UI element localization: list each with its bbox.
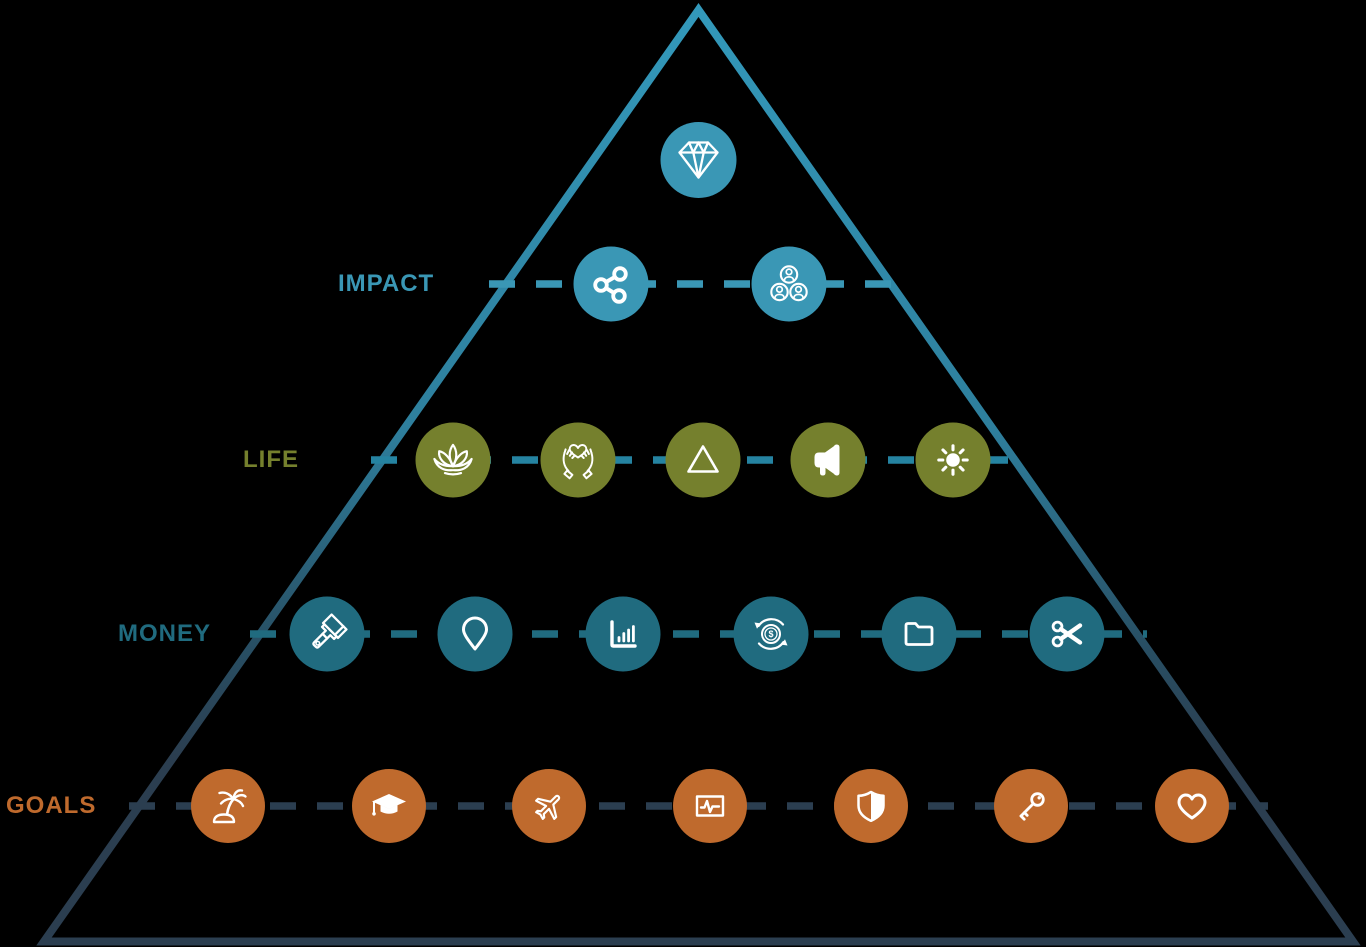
life-circle xyxy=(540,422,616,498)
shield-icon xyxy=(857,790,885,823)
apex-node xyxy=(660,122,737,198)
money-cycle-icon: $ xyxy=(754,618,788,650)
bar-chart-icon xyxy=(610,620,637,648)
impact-circle xyxy=(751,246,827,322)
sun-icon xyxy=(937,444,969,476)
share-icon xyxy=(593,266,628,304)
goals-circle xyxy=(1155,769,1229,843)
goals-label: GOALS xyxy=(6,792,97,819)
graduation-cap-icon xyxy=(372,794,406,816)
money-row: $ xyxy=(289,596,1105,672)
life-row xyxy=(415,422,991,498)
apex-circle xyxy=(660,122,737,198)
money-circle xyxy=(437,596,513,672)
money-circle xyxy=(733,596,809,672)
team-icon xyxy=(770,265,808,302)
airplane-icon xyxy=(535,794,561,820)
dollar-symbol: $ xyxy=(768,629,773,639)
goals-circle xyxy=(673,769,747,843)
megaphone-icon xyxy=(814,444,840,476)
life-circle xyxy=(665,422,741,498)
money-circle xyxy=(881,596,957,672)
health-monitor-icon xyxy=(695,795,725,817)
palm-tree-icon xyxy=(212,789,247,824)
money-label: MONEY xyxy=(118,620,212,647)
key-icon xyxy=(1019,792,1045,821)
goals-row xyxy=(191,769,1229,843)
folder-icon xyxy=(904,622,934,646)
diamond-icon xyxy=(678,141,719,179)
paintbrush-icon xyxy=(312,613,348,649)
heart-icon xyxy=(1177,793,1207,820)
scissors-icon xyxy=(1051,620,1083,648)
impact-label: IMPACT xyxy=(338,270,435,297)
life-circle xyxy=(415,422,491,498)
impact-circle xyxy=(573,246,649,322)
goals-circle xyxy=(512,769,586,843)
lotus-icon xyxy=(433,443,473,476)
hands-heart-icon xyxy=(562,444,594,480)
life-label: LIFE xyxy=(243,446,299,473)
money-circle xyxy=(289,596,365,672)
pyramid-outline xyxy=(36,3,1361,946)
triangle-icon xyxy=(687,445,719,473)
impact-row xyxy=(573,246,827,322)
location-pin-icon xyxy=(462,616,488,651)
